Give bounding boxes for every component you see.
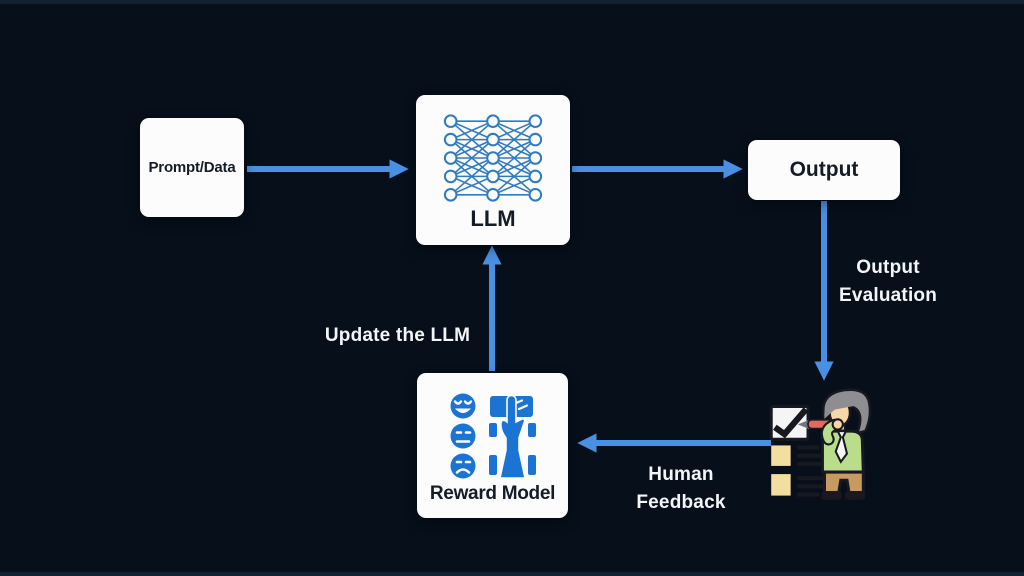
edge-label-human-feedback: Human Feedback [636, 464, 726, 513]
bottom-edge-strip [0, 572, 1024, 576]
neural-network-icon [443, 114, 543, 202]
node-llm: LLM [416, 95, 570, 245]
node-output: Output [748, 140, 900, 200]
rating-faces-hand-icon [450, 393, 536, 479]
edge-label-update-llm: Update the LLM [324, 325, 471, 346]
top-edge-strip [0, 0, 1024, 4]
human-evaluator-checklist-icon [769, 388, 872, 500]
output-label: Output [789, 158, 859, 181]
llm-label: LLM [470, 206, 516, 231]
node-prompt-data: Prompt/Data [140, 118, 244, 217]
prompt-data-label: Prompt/Data [148, 159, 236, 176]
node-reward-model: Reward Model [417, 373, 568, 518]
edge-label-output-evaluation: Output Evaluation [838, 257, 938, 306]
reward-model-label: Reward Model [429, 483, 556, 504]
